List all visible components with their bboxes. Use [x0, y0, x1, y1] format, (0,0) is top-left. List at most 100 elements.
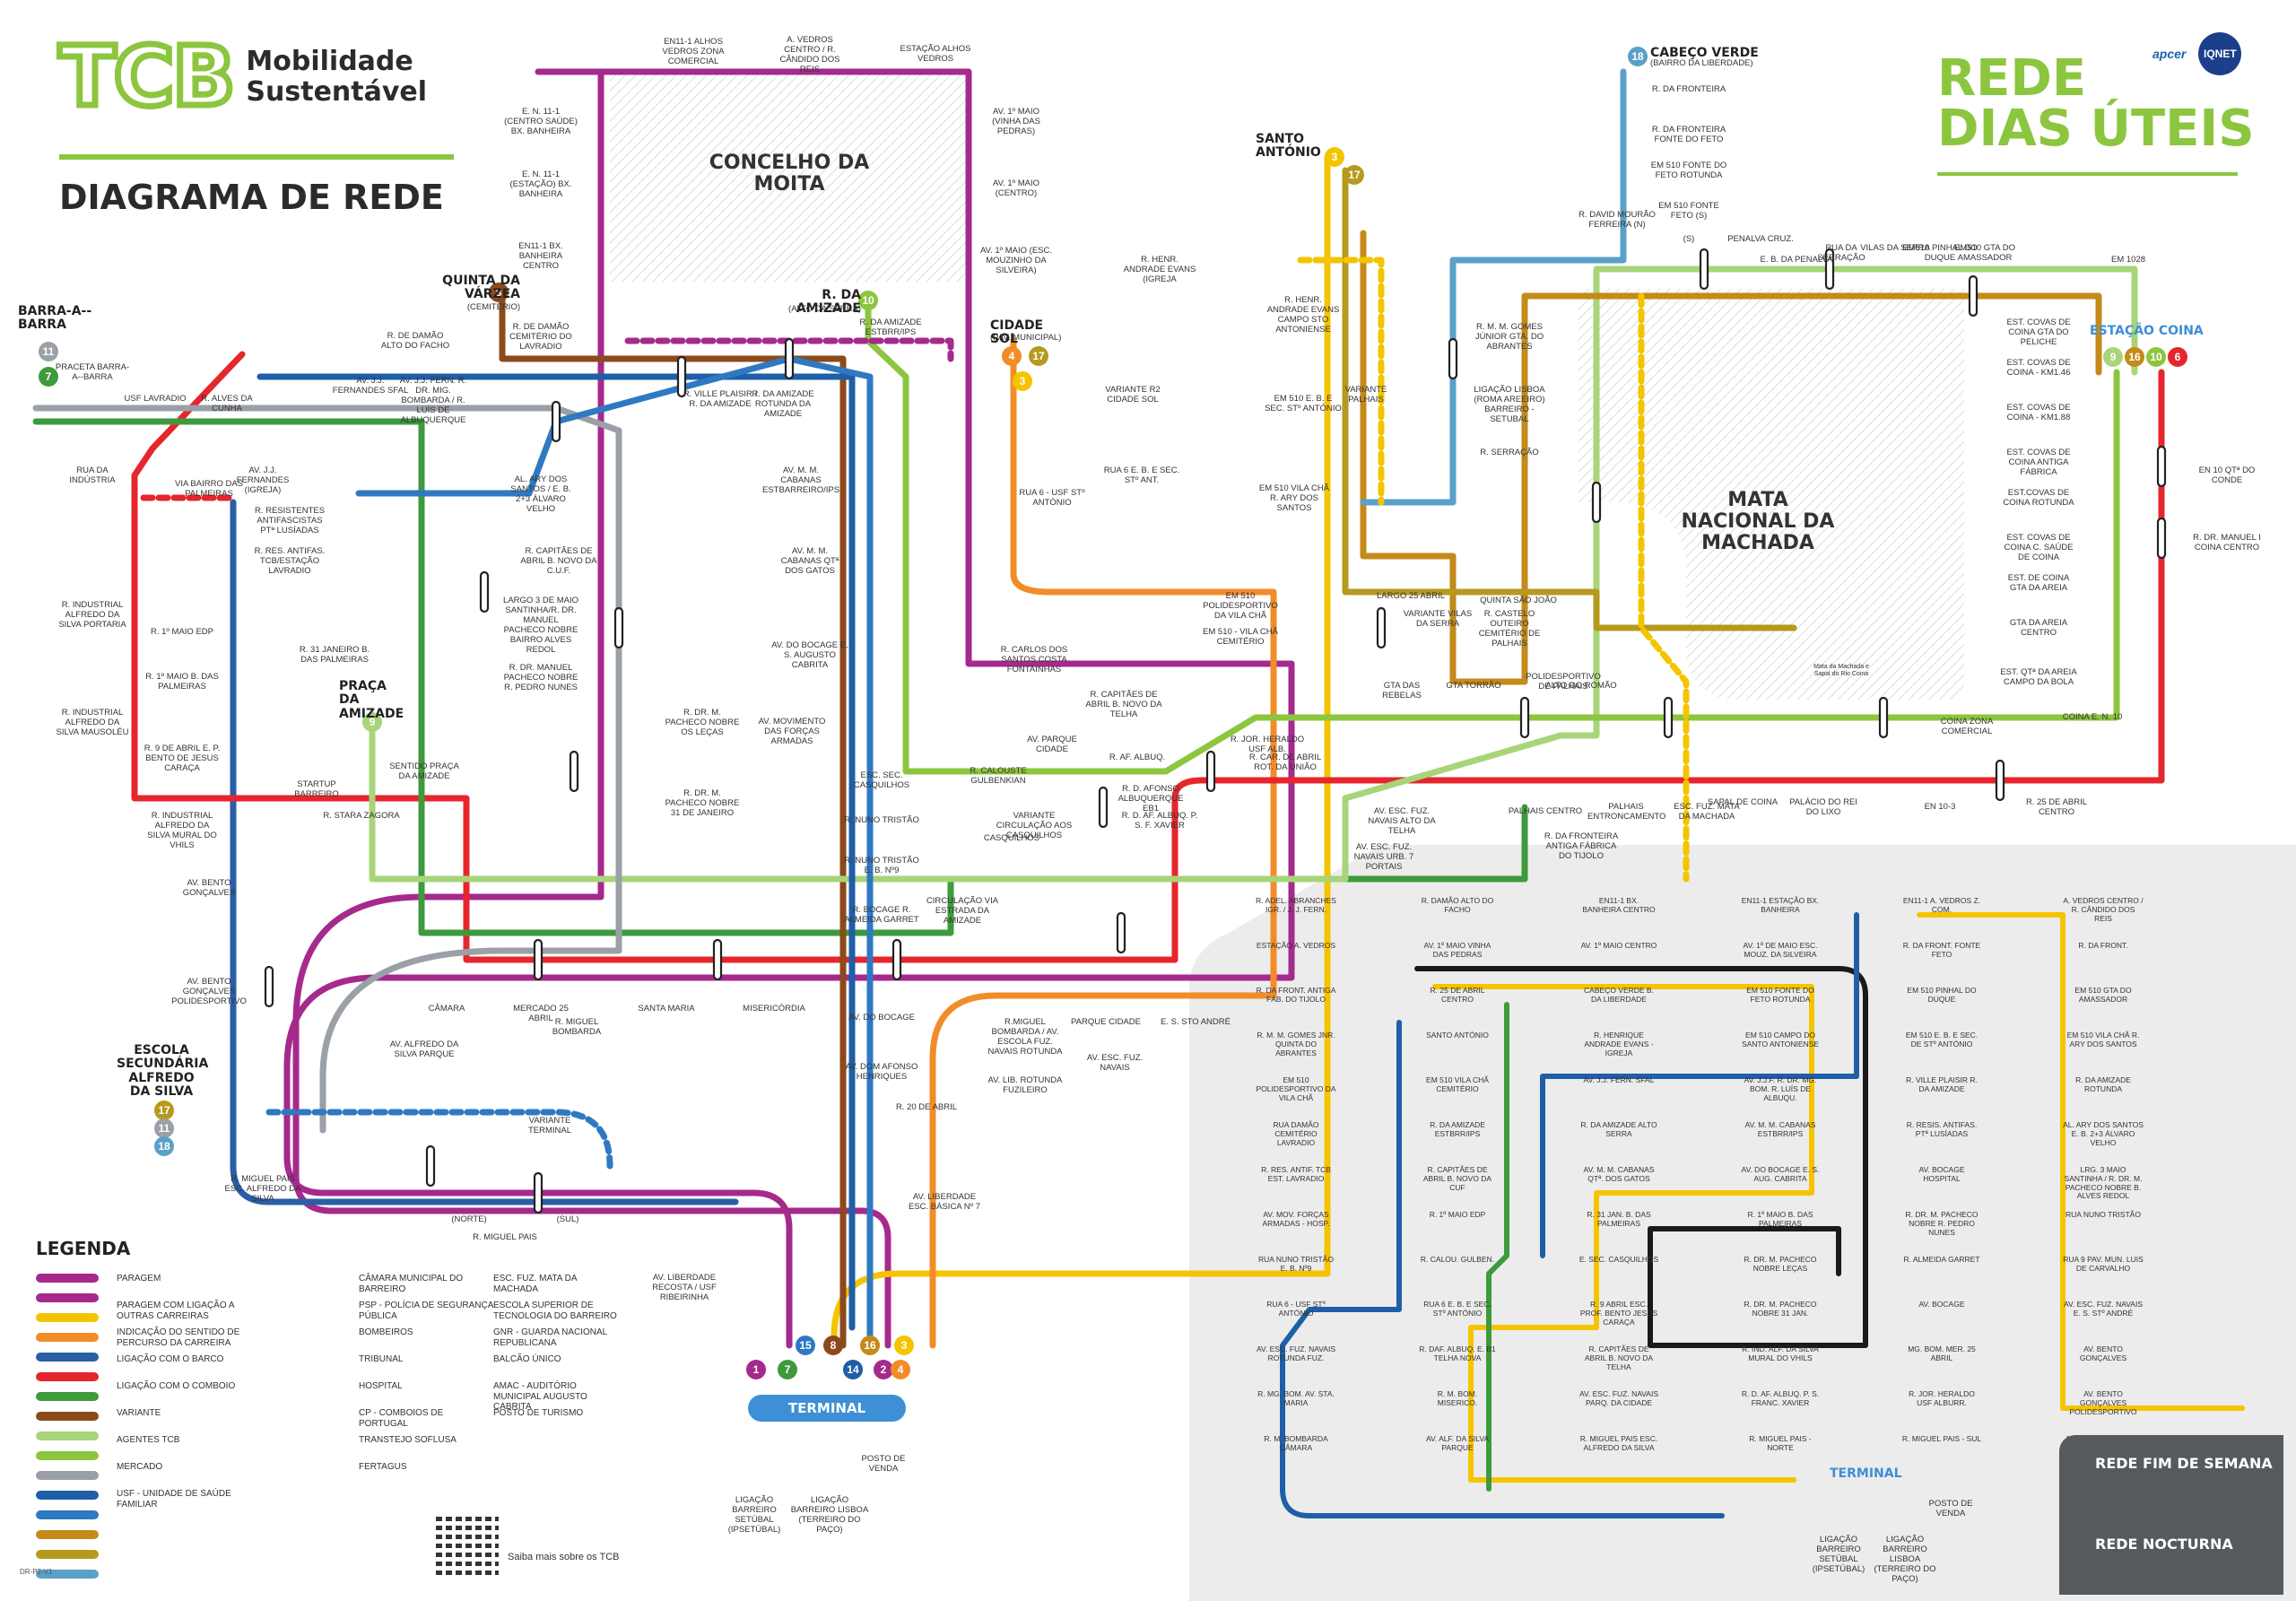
terminus-praca_amizade-badge-9[interactable]	[362, 712, 382, 732]
legend-swatch-18	[36, 1570, 99, 1579]
terminus-escola_secundaria-badge-18[interactable]	[154, 1136, 174, 1156]
stop-marker[interactable]	[1519, 696, 1530, 739]
stop-marker[interactable]	[425, 1144, 436, 1188]
stop-label: R. VILLE PLAISIR / R. DA AMIZADE	[683, 389, 758, 409]
stop-marker[interactable]	[712, 938, 723, 981]
stop-label: R. 1º MAIO B. DAS PALMEIRAS	[145, 672, 219, 692]
terminus-cidade_sol-badge-17[interactable]	[1029, 346, 1048, 366]
terminus-escola_secundaria-badge-11[interactable]	[154, 1118, 174, 1138]
terminus-coina-badge-10[interactable]	[2146, 347, 2166, 367]
terminus-santo_antonio-badge-17[interactable]	[1344, 165, 1364, 185]
terminus-escola_secundaria-badge-17[interactable]	[154, 1101, 174, 1120]
stop-marker[interactable]	[1968, 274, 1979, 318]
legend-item: TRANSTEJO SOFLUSA	[359, 1435, 457, 1445]
stop-marker[interactable]	[264, 965, 274, 1008]
terminus-coina-badge-16[interactable]	[2125, 347, 2144, 367]
terminus-quinta-varzea-sub: (CEMITÉRIO)	[466, 302, 520, 312]
stop-label: USF LAVRADIO	[124, 394, 187, 404]
terminus-terminal-badge-2[interactable]	[874, 1360, 893, 1379]
stop-marker[interactable]	[891, 938, 902, 981]
stop-marker[interactable]	[1591, 481, 1602, 524]
terminus-quinta-varzea: Quinta da Várzea	[442, 274, 520, 302]
terminus-barra-badge-11[interactable]	[39, 342, 58, 361]
stop-marker[interactable]	[1824, 248, 1835, 291]
stop-marker[interactable]	[1116, 911, 1126, 954]
stop-marker[interactable]	[1205, 750, 1216, 793]
inset-stop-label: R. IND. ALF. DA SILVA MURAL DO VHILS	[1742, 1344, 1819, 1362]
stop-label: PALHAIS ENTRONCAMENTO	[1587, 802, 1666, 822]
stop-marker[interactable]	[1699, 248, 1709, 291]
inset-stop-label: SANTO ANTÓNIO	[1426, 1031, 1489, 1040]
terminus-coina-badge-9[interactable]	[2103, 347, 2123, 367]
stop-marker[interactable]	[2156, 445, 2167, 488]
terminus-terminal-badge-8[interactable]	[823, 1336, 843, 1355]
stop-marker[interactable]	[2156, 517, 2167, 560]
terminal-cp-caption: LIGAÇÃO BARREIRO SETÚBAL (IPSETÚBAL)	[727, 1495, 781, 1535]
stop-label: EST. COVAS DE COINA GTA DO PELICHE	[2006, 318, 2071, 347]
variant-line-15	[265, 1109, 613, 1170]
stop-label: R. JOR. HERALDO USF ALB.	[1230, 735, 1305, 754]
iqnet-logo: IQNET	[2198, 32, 2242, 75]
rede-title-line-2: DIAS ÚTEIS	[1937, 100, 2255, 158]
terminus-terminal-badge-1[interactable]	[746, 1360, 766, 1379]
stop-label: VIA BAIRRO DAS PALMEIRAS	[174, 479, 244, 499]
inset-stop-label: AV. 1º DE MAIO ESC. MOUZ. DA SILVEIRA	[1743, 941, 1818, 959]
stop-label: AV. BENTO GONÇALVES	[182, 878, 236, 898]
stop-label: R. 31 JANEIRO B. DAS PALMEIRAS	[299, 645, 370, 665]
stop-label: ESTAÇÃO ALHOS VEDROS	[900, 44, 971, 64]
weekend-network-box: REDE FIM DE SEMANA REDE NOCTURNA	[2059, 1435, 2283, 1595]
stop-label: AV. 1º MAIO (CENTRO)	[992, 178, 1040, 198]
inset-stop-label: RUA 9 PAV. MUN. LUIS DE CARVALHO	[2063, 1255, 2144, 1273]
stop-label: R. DR. M. PACHECO NOBRE 31 DE JANEIRO	[665, 788, 740, 818]
stop-label: R. DR. M. PACHECO NOBRE OS LEÇAS	[665, 708, 740, 737]
inset-stop-label: R. DAMÃO ALTO DO FACHO	[1421, 896, 1494, 914]
terminus-cidade_sol-badge-4[interactable]	[1002, 346, 1022, 366]
terminus-terminal-badge-16[interactable]	[860, 1336, 880, 1355]
terminus-terminal-badge-7[interactable]	[778, 1360, 797, 1379]
terminus-santo_antonio-badge-3[interactable]	[1325, 147, 1344, 167]
stop-marker[interactable]	[676, 355, 687, 398]
stop-marker[interactable]	[1663, 696, 1674, 739]
stop-label: VARIANTE PALHAIS	[1344, 385, 1387, 405]
stop-label: VARIANTE VILAS DA SERRA	[1403, 609, 1473, 629]
terminus-quinta_varzea-badge-8[interactable]	[489, 283, 509, 302]
terminus-coina-badge-6[interactable]	[2168, 347, 2187, 367]
version-code: DR-P2-V1	[20, 1568, 53, 1576]
stop-marker[interactable]	[1448, 337, 1458, 380]
stop-label: EN 10-3	[1924, 802, 1956, 812]
inset-stop-label: EM 510 GTA DO AMASSADOR	[2074, 986, 2132, 1004]
terminus-terminal-badge-3[interactable]	[894, 1336, 914, 1355]
stop-marker[interactable]	[551, 400, 561, 443]
legend-item: AGENTES TCB	[117, 1435, 180, 1445]
terminal-tcb-caption: POSTO DE VENDA	[861, 1454, 906, 1474]
inset-stop-label: R. DR. M. PACHECO NOBRE R. PEDRO NUNES	[1905, 1210, 1979, 1237]
stop-marker[interactable]	[533, 938, 544, 981]
stop-label: ESC. FUZ. MATA DA MACHADA	[1674, 802, 1740, 822]
terminus-terminal-badge-15[interactable]	[796, 1336, 815, 1355]
qr-code-overlay	[436, 1512, 499, 1575]
inset-stop-label: R. ADEL. ABRANCHES IGR. / J. J. FERN.	[1256, 896, 1336, 914]
inset-stop-label: RUA NUNO TRISTÃO E. B. Nº9	[1258, 1255, 1334, 1273]
stop-marker[interactable]	[1878, 696, 1889, 739]
inset-stop-label: R. 1º MAIO EDP	[1429, 1210, 1486, 1219]
terminus-cabeco_verde-badge-18[interactable]	[1628, 47, 1648, 66]
stop-marker[interactable]	[479, 570, 490, 613]
legend-swatch-14	[36, 1491, 99, 1500]
stop-marker[interactable]	[569, 750, 579, 793]
stop-marker[interactable]	[1376, 606, 1387, 649]
stop-marker[interactable]	[1995, 759, 2005, 802]
stop-label: EM510 GTA DO AMASSADOR	[1954, 243, 2015, 263]
stop-marker[interactable]	[533, 1171, 544, 1214]
terminus-amizade_serra-badge-10[interactable]	[858, 291, 878, 310]
stop-label: PALÁCIO DO REI DO LIXO	[1789, 797, 1857, 817]
stop-label: E. N. 11-1 (ESTAÇÃO) BX. BANHEIRA	[509, 170, 572, 199]
terminus-barra-badge-7[interactable]	[39, 367, 58, 387]
stop-marker[interactable]	[784, 337, 795, 380]
terminus-terminal-badge-14[interactable]	[843, 1360, 863, 1379]
stop-marker[interactable]	[1098, 786, 1109, 829]
terminus-cidade_sol-badge-3[interactable]	[1013, 371, 1032, 391]
stop-marker[interactable]	[613, 606, 624, 649]
route-line-17	[1342, 167, 1797, 631]
terminus-terminal-badge-4[interactable]	[891, 1360, 910, 1379]
stop-label: R. DA FRONTEIRA FONTE DO FETO	[1651, 125, 1726, 144]
